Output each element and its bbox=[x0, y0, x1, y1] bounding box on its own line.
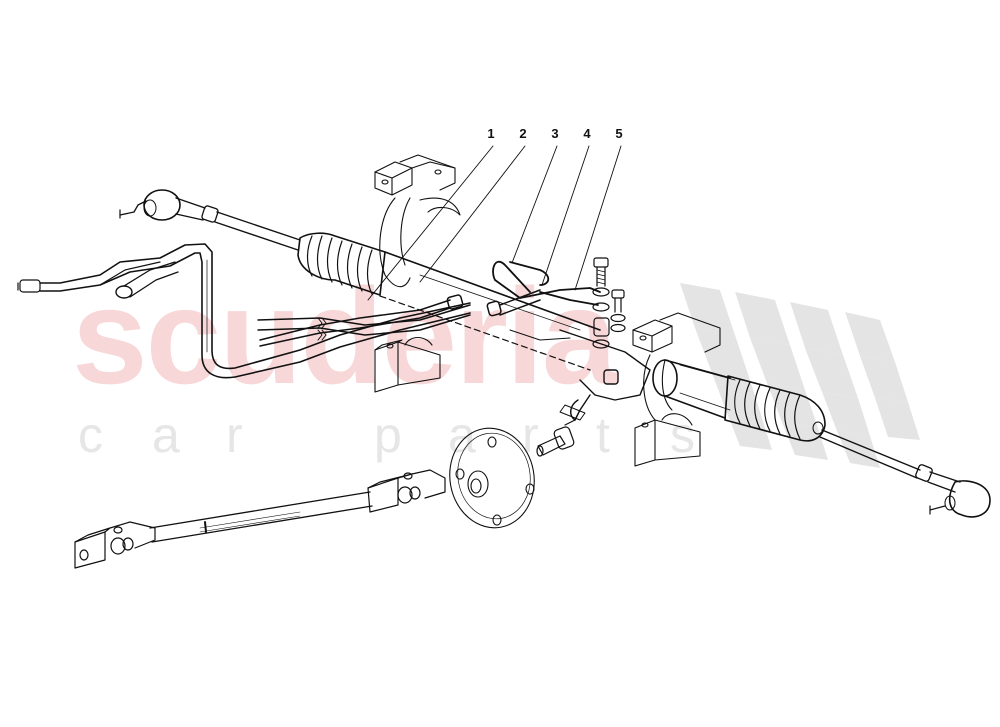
callout-2: 2 bbox=[519, 126, 527, 141]
left-lower-block bbox=[374, 336, 441, 393]
callout-5: 5 bbox=[615, 126, 623, 141]
right-tie-rod-end bbox=[819, 429, 991, 518]
right-housing-cylinder bbox=[652, 359, 736, 419]
callout-1: 1 bbox=[487, 126, 495, 141]
callout-leader-lines bbox=[367, 145, 622, 301]
rack-housing bbox=[379, 251, 601, 371]
left-mount-clamp bbox=[374, 154, 461, 288]
steering-intermediate-shaft bbox=[74, 469, 446, 569]
pinion-coupling-stub bbox=[536, 426, 575, 457]
firewall-flange-plate bbox=[449, 427, 535, 529]
hydraulic-pipe-loop bbox=[17, 243, 471, 379]
banjo-bolts bbox=[592, 257, 626, 349]
left-bellows-boot bbox=[297, 232, 386, 296]
right-lower-block bbox=[634, 413, 701, 467]
pinion-valve-body bbox=[509, 329, 651, 426]
left-tie-rod-end bbox=[119, 189, 301, 251]
callout-4: 4 bbox=[583, 126, 591, 141]
loop-pipe bbox=[492, 260, 601, 306]
hydraulic-hoses-center bbox=[257, 289, 541, 347]
right-bellows-boot bbox=[724, 375, 826, 442]
right-mount-clamp bbox=[632, 312, 721, 421]
callout-3: 3 bbox=[551, 126, 559, 141]
